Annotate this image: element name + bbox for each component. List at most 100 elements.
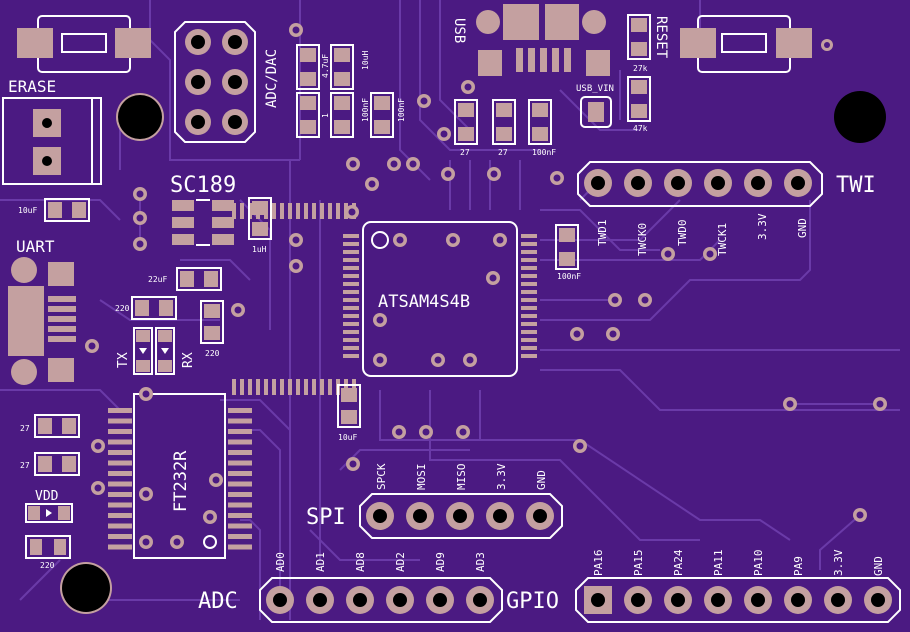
cap-10u-left-label: 10uF bbox=[18, 206, 37, 215]
ftdi-pin bbox=[108, 481, 132, 487]
mcu-pin bbox=[344, 379, 348, 395]
cap-100n-a-label: 100nF bbox=[361, 98, 370, 122]
mcu-pin bbox=[343, 330, 359, 334]
ind-1u-label: 1uH bbox=[252, 245, 267, 254]
ftdi-pin bbox=[108, 408, 132, 413]
res-220-a-label: 220 bbox=[115, 304, 130, 313]
via bbox=[231, 303, 245, 317]
via bbox=[406, 157, 420, 171]
vias bbox=[85, 23, 887, 549]
ftdi-pin bbox=[108, 418, 132, 424]
mcu-pin bbox=[240, 379, 244, 395]
mcu-pin bbox=[343, 298, 359, 302]
erase-section: ERASE bbox=[2, 15, 151, 185]
via bbox=[346, 157, 360, 171]
cap-100n-usb-label: 100nF bbox=[532, 148, 556, 157]
mcu-pin bbox=[343, 314, 359, 318]
via bbox=[91, 481, 105, 495]
reset-section: RESET 27k 47k bbox=[627, 14, 833, 133]
usb-label: USB bbox=[451, 18, 467, 43]
ftdi-pin bbox=[228, 523, 252, 529]
mcu-pin bbox=[352, 379, 356, 395]
cap-10u-left: 10uF bbox=[18, 198, 90, 222]
mounting-holes bbox=[60, 91, 886, 614]
gpio-pin-label: 3.3V bbox=[832, 549, 845, 576]
mcu-pin bbox=[288, 379, 292, 395]
mcu-pin bbox=[521, 250, 537, 254]
mcu-pin bbox=[521, 306, 537, 310]
mcu-pin bbox=[521, 346, 537, 350]
ftdi-label: FT232R bbox=[171, 450, 191, 512]
mcu-pin bbox=[521, 298, 537, 302]
via bbox=[139, 535, 153, 549]
ftdi-pin bbox=[108, 460, 132, 466]
ftdi-pin bbox=[108, 502, 132, 508]
mcu: ATSAM4S4B bbox=[232, 203, 537, 395]
mcu-pin bbox=[336, 203, 340, 219]
via bbox=[170, 535, 184, 549]
twi-title: TWI bbox=[836, 173, 876, 198]
gpio-pin-label: PA10 bbox=[752, 550, 765, 577]
ftdi: FT232R bbox=[108, 393, 252, 559]
mcu-pin bbox=[521, 338, 537, 342]
cap-10u-mid: 10uF bbox=[337, 384, 361, 442]
uart-connector: UART bbox=[8, 237, 76, 385]
ftdi-pin bbox=[228, 471, 252, 476]
via bbox=[606, 327, 620, 341]
ftdi-pin bbox=[108, 429, 132, 434]
via bbox=[570, 327, 584, 341]
mcu-pin bbox=[343, 234, 359, 238]
ftdi-pin bbox=[228, 544, 252, 550]
ftdi-pin bbox=[108, 450, 132, 455]
via bbox=[456, 425, 470, 439]
via bbox=[461, 80, 475, 94]
via bbox=[373, 313, 387, 327]
mcu-pin bbox=[343, 346, 359, 350]
via bbox=[661, 247, 675, 261]
mcu-pin bbox=[343, 258, 359, 262]
mcu-pin bbox=[272, 203, 276, 219]
via bbox=[203, 510, 217, 524]
ftdi-pin bbox=[108, 513, 132, 518]
spi-header: SPCK MOSI MISO 3.3V GND SPI bbox=[306, 463, 563, 539]
mcu-pin bbox=[256, 379, 260, 395]
via bbox=[133, 237, 147, 251]
adc-dac-header: ADC/DAC bbox=[174, 21, 280, 143]
via bbox=[873, 397, 887, 411]
uart-label: UART bbox=[16, 237, 55, 256]
mcu-pin bbox=[343, 354, 359, 358]
mcu-pins-right bbox=[521, 234, 537, 358]
mcu-pin bbox=[296, 379, 300, 395]
via bbox=[209, 473, 223, 487]
gpio-pin-label: PA9 bbox=[792, 556, 805, 576]
mcu-pin bbox=[264, 379, 268, 395]
via bbox=[441, 167, 455, 181]
mcu-pin bbox=[272, 379, 276, 395]
mcu-pins-bottom bbox=[232, 379, 356, 395]
gpio-header: GPIO PA16 PA15 PA24 PA11 PA10 PA9 3.3V G… bbox=[506, 549, 901, 623]
mcu-label: ATSAM4S4B bbox=[378, 292, 470, 312]
via bbox=[85, 339, 99, 353]
via bbox=[289, 259, 303, 273]
twi-pin-label: GND bbox=[796, 218, 809, 238]
mcu-pin bbox=[343, 282, 359, 286]
ftdi-pin bbox=[228, 513, 252, 518]
adc-pin-label: AD3 bbox=[474, 552, 487, 572]
res-220-group: 220 220 bbox=[115, 296, 224, 358]
mcu-pin bbox=[343, 242, 359, 246]
usb-connector: USB bbox=[451, 4, 610, 76]
mcu-pins-left bbox=[343, 234, 359, 358]
res-220-vdd-label: 220 bbox=[40, 561, 55, 570]
via bbox=[853, 508, 867, 522]
mcu-pin bbox=[320, 379, 324, 395]
twi-pin-label: 3.3V bbox=[756, 213, 769, 240]
via bbox=[573, 439, 587, 453]
ftdi-pin bbox=[108, 439, 132, 445]
res-27-d-label: 27 bbox=[20, 461, 30, 470]
tx-label: TX bbox=[116, 352, 131, 368]
mcu-pin bbox=[343, 274, 359, 278]
mcu-pin bbox=[312, 203, 316, 219]
res-27-b-label: 27 bbox=[498, 148, 508, 157]
mcu-pin bbox=[521, 290, 537, 294]
